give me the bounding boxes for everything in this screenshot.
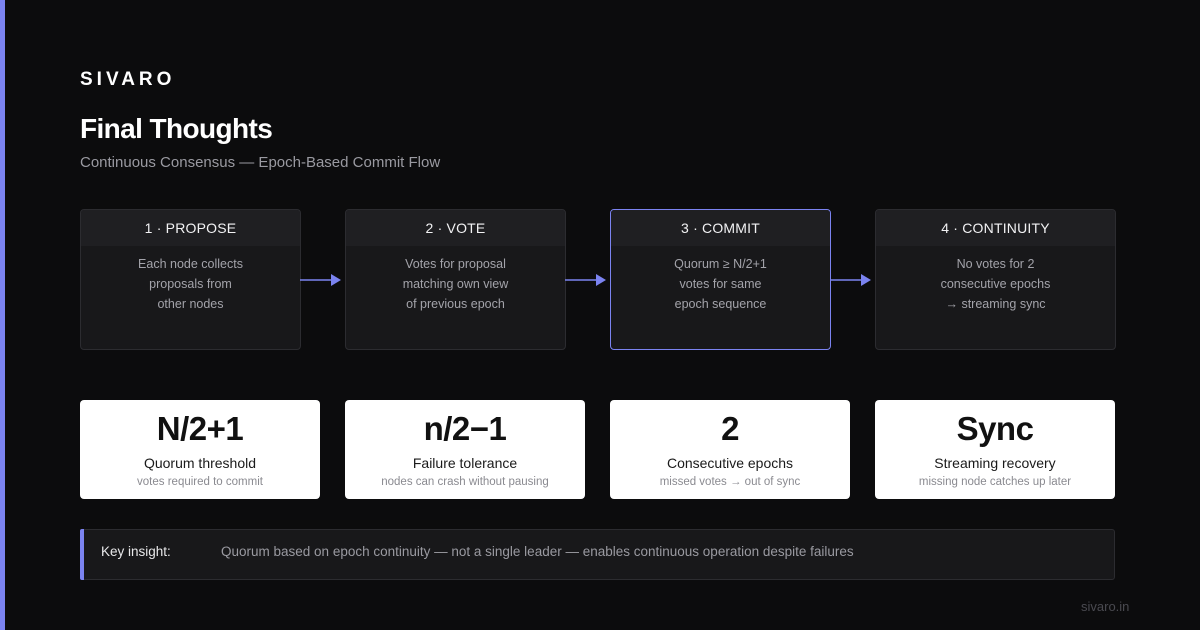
stat-caption: missed votes → out of sync — [659, 476, 801, 488]
accent-bar — [0, 0, 5, 630]
stat-value: n/2−1 — [423, 410, 507, 447]
step-line: votes for same — [679, 277, 762, 291]
page-subtitle: Continuous Consensus — Epoch-Based Commi… — [80, 154, 441, 171]
brand-logo: SIVARO — [80, 69, 176, 90]
stat-card-failure-tolerance: n/2−1 Failure tolerance nodes can crash … — [345, 400, 585, 499]
step-line: other nodes — [157, 297, 224, 311]
stat-card-consecutive-epochs: 2 Consecutive epochs missed votes → out … — [610, 400, 850, 499]
footer-url: sivaro.in — [1081, 599, 1130, 614]
step-description: Votes for proposal matching own view of … — [346, 246, 565, 314]
step-heading: 1 · PROPOSE — [81, 210, 300, 246]
step-description: Each node collects proposals from other … — [81, 246, 300, 314]
stat-value: N/2+1 — [156, 410, 244, 447]
stat-value: Sync — [956, 410, 1034, 447]
step-heading: 3 · COMMIT — [611, 210, 830, 246]
arrow-right-icon — [830, 274, 871, 286]
step-propose: 1 · PROPOSE Each node collects proposals… — [80, 209, 301, 350]
step-line: Each node collects — [138, 257, 243, 271]
insight-text: Quorum based on epoch continuity — not a… — [221, 544, 854, 559]
stat-caption: missing node catches up later — [918, 476, 1072, 488]
arrow-right-icon — [300, 274, 341, 286]
stat-label: Quorum threshold — [143, 455, 257, 471]
stat-caption: votes required to commit — [137, 476, 263, 488]
step-heading: 2 · VOTE — [346, 210, 565, 246]
step-line: epoch sequence — [674, 297, 767, 311]
step-description: Quorum ≥ N/2+1 votes for same epoch sequ… — [611, 246, 830, 314]
step-line: matching own view — [402, 277, 509, 291]
step-line: → streaming sync — [945, 297, 1046, 311]
step-line: consecutive epochs — [940, 277, 1051, 291]
stat-value: 2 — [721, 410, 739, 447]
step-commit: 3 · COMMIT Quorum ≥ N/2+1 votes for same… — [610, 209, 831, 350]
step-heading: 4 · CONTINUITY — [876, 210, 1115, 246]
insight-label: Key insight: — [101, 544, 171, 559]
key-insight-callout: Key insight: Quorum based on epoch conti… — [80, 529, 1115, 580]
step-line: of previous epoch — [406, 297, 505, 311]
stat-card-quorum: N/2+1 Quorum threshold votes required to… — [80, 400, 320, 499]
step-vote: 2 · VOTE Votes for proposal matching own… — [345, 209, 566, 350]
stat-label: Failure tolerance — [412, 455, 518, 471]
insight-accent-bar — [80, 529, 84, 580]
step-line: Quorum ≥ N/2+1 — [674, 257, 767, 271]
step-line: proposals from — [149, 277, 232, 291]
step-continuity: 4 · CONTINUITY No votes for 2 consecutiv… — [875, 209, 1116, 350]
arrow-right-icon — [565, 274, 606, 286]
step-line: Votes for proposal — [405, 257, 506, 271]
stat-card-streaming-recovery: Sync Streaming recovery missing node cat… — [875, 400, 1115, 499]
page-title: Final Thoughts — [80, 113, 273, 144]
step-description: No votes for 2 consecutive epochs → stre… — [876, 246, 1115, 314]
stat-label: Streaming recovery — [934, 455, 1056, 471]
stat-label: Consecutive epochs — [666, 455, 794, 471]
step-line: No votes for 2 — [956, 257, 1035, 271]
stat-caption: nodes can crash without pausing — [381, 476, 549, 488]
